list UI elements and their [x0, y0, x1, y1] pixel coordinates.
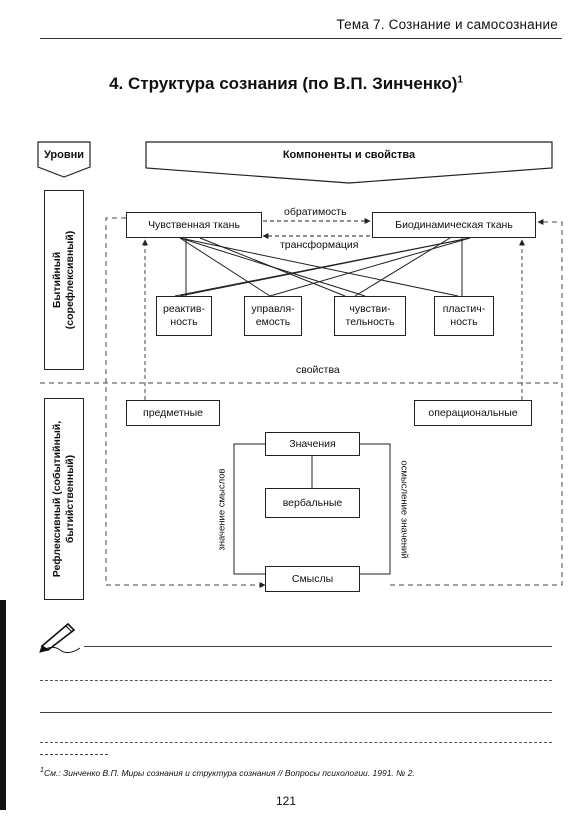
outer-dashed-loop	[105, 217, 266, 588]
title-text: 4. Структура сознания (по В.П. Зинченко)	[109, 74, 458, 93]
meanings-box: Значения	[265, 432, 360, 456]
property-reactivity: реактив- ность	[156, 296, 212, 336]
pencil-icon	[39, 622, 81, 654]
sensory-tissue-box: Чувственная ткань	[126, 212, 262, 238]
note-line-2[interactable]	[40, 680, 552, 681]
operational-box: операциональные	[414, 400, 532, 426]
comprehension-of-meanings-label: осмысление значений	[398, 459, 410, 559]
components-header-shape	[145, 141, 553, 184]
level-existential-box	[44, 190, 84, 370]
senses-box: Смыслы	[265, 566, 360, 592]
objective-box: предметные	[126, 400, 220, 426]
verbal-box: вербальные	[265, 488, 360, 518]
footnote: 1См.: Зинченко В.П. Миры сознания и стру…	[40, 766, 415, 778]
meaning-bracket-right	[360, 443, 391, 575]
meaning-of-sense-label: значение смыслов	[216, 467, 228, 551]
note-line-4[interactable]	[40, 742, 552, 743]
note-line-3[interactable]	[40, 712, 552, 713]
levels-header: Уровни	[43, 148, 85, 161]
header-rule	[40, 38, 562, 39]
transformation-label: трансформация	[280, 239, 359, 251]
page-edge-bar	[0, 600, 6, 810]
property-plasticity: пластич- ность	[434, 296, 494, 336]
property-controllability: управля- емость	[244, 296, 302, 336]
meaning-bracket-left	[233, 443, 265, 575]
note-line-1[interactable]	[84, 646, 552, 647]
level-reflexive-box	[44, 398, 84, 600]
components-header: Компоненты и свойства	[282, 148, 416, 161]
level-existential-label: Бытийный (сорефлексивный)	[51, 230, 76, 330]
biodynamic-tissue-box: Биодинамическая ткань	[372, 212, 536, 238]
levels-header-shape	[37, 141, 91, 178]
reversibility-label: обратимость	[284, 206, 347, 218]
property-sensitivity: чувстви- тельность	[334, 296, 406, 336]
page-title: 4. Структура сознания (по В.П. Зинченко)…	[0, 74, 572, 94]
page-number: 121	[275, 794, 297, 808]
properties-label: свойства	[296, 364, 340, 376]
title-footnote-mark: 1	[457, 74, 463, 86]
running-head: Тема 7. Сознание и самосознание	[336, 17, 558, 32]
footnote-rule	[40, 754, 108, 755]
level-reflexive-label: Рефлексивный (событийный, бытийственный)	[51, 420, 76, 578]
